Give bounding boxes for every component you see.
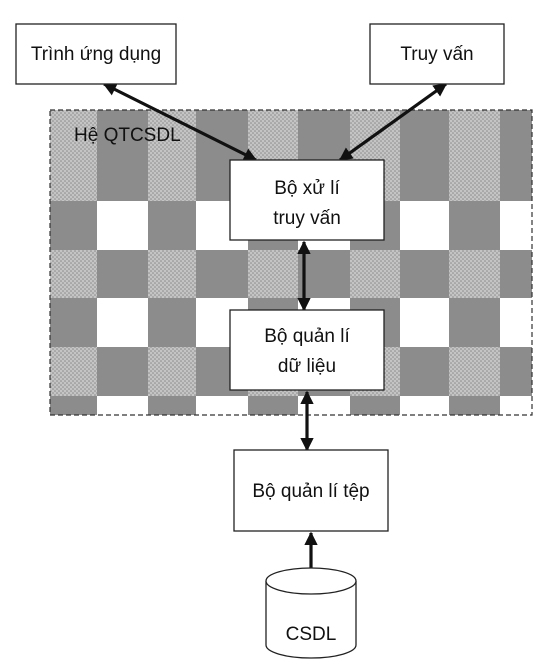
checker-cell (196, 396, 248, 415)
checker-cell (400, 347, 449, 396)
dbms-region-border (49, 109, 533, 416)
checker-cell (248, 110, 298, 152)
data-manager-label-line1: Bộ quản lí (264, 326, 350, 347)
checker-cell (50, 201, 97, 250)
checker-cell (298, 110, 350, 152)
file-manager-label: Bộ quản lí tệp (252, 481, 369, 502)
checker-cell (449, 396, 500, 415)
checker-cell (400, 298, 449, 347)
checker-cell (500, 347, 532, 396)
data-manager-box: Bộ quản lí dữ liệu (229, 309, 385, 391)
checker-cell (97, 250, 148, 298)
checker-cell (400, 152, 449, 201)
checker-cell (50, 152, 97, 201)
checker-cell (97, 152, 148, 201)
checker-cell (500, 201, 532, 250)
arrow-query-processor (338, 82, 448, 162)
checker-cell (500, 110, 532, 152)
checker-cell (449, 110, 500, 152)
checker-cell (148, 396, 196, 415)
checker-cell (500, 396, 532, 415)
checker-cell (500, 250, 532, 298)
database-label: CSDL (286, 624, 337, 645)
checker-cell (196, 110, 248, 152)
checker-cell (350, 250, 400, 298)
dbms-region-label: Hệ QTCSDL (74, 125, 181, 146)
checker-cell (400, 250, 449, 298)
checker-cell (400, 396, 449, 415)
checker-cell (196, 250, 248, 298)
checker-cell (449, 298, 500, 347)
arrow-app-processor (102, 82, 258, 162)
checker-cell (449, 347, 500, 396)
data-manager-label-line2: dữ liệu (278, 356, 336, 377)
checker-cell (400, 110, 449, 152)
checker-cell (449, 201, 500, 250)
checker-cell (50, 347, 97, 396)
checker-cell (400, 201, 449, 250)
checker-cell (148, 250, 196, 298)
app-box: Trình ứng dụng (15, 23, 177, 85)
checker-cell (449, 250, 500, 298)
checker-cell (50, 298, 97, 347)
checker-cell (248, 250, 298, 298)
checker-cell (500, 298, 532, 347)
checker-cell (97, 396, 148, 415)
checker-cell (248, 396, 298, 415)
file-manager-box: Bộ quản lí tệp (233, 449, 389, 532)
checker-cell (449, 152, 500, 201)
checker-cell (148, 152, 196, 201)
checker-cell (148, 201, 196, 250)
checker-cell (50, 396, 97, 415)
query-processor-label-line1: Bộ xử lí (274, 178, 340, 199)
checker-cell (148, 347, 196, 396)
database-cylinder-icon: CSDL (265, 567, 357, 659)
query-processor-label-line2: truy vấn (273, 208, 341, 229)
checker-cell (50, 110, 97, 152)
checker-cell (500, 152, 532, 201)
app-label: Trình ứng dụng (31, 44, 161, 65)
checker-cell (97, 347, 148, 396)
checker-cell (148, 298, 196, 347)
checker-cell (298, 250, 350, 298)
checker-cell (50, 250, 97, 298)
checker-cell (350, 396, 400, 415)
checker-cell (97, 201, 148, 250)
query-box: Truy vấn (369, 23, 505, 85)
checker-cell (97, 298, 148, 347)
query-processor-box: Bộ xử lí truy vấn (229, 159, 385, 241)
connectors (102, 82, 448, 583)
query-label: Truy vấn (400, 44, 473, 65)
